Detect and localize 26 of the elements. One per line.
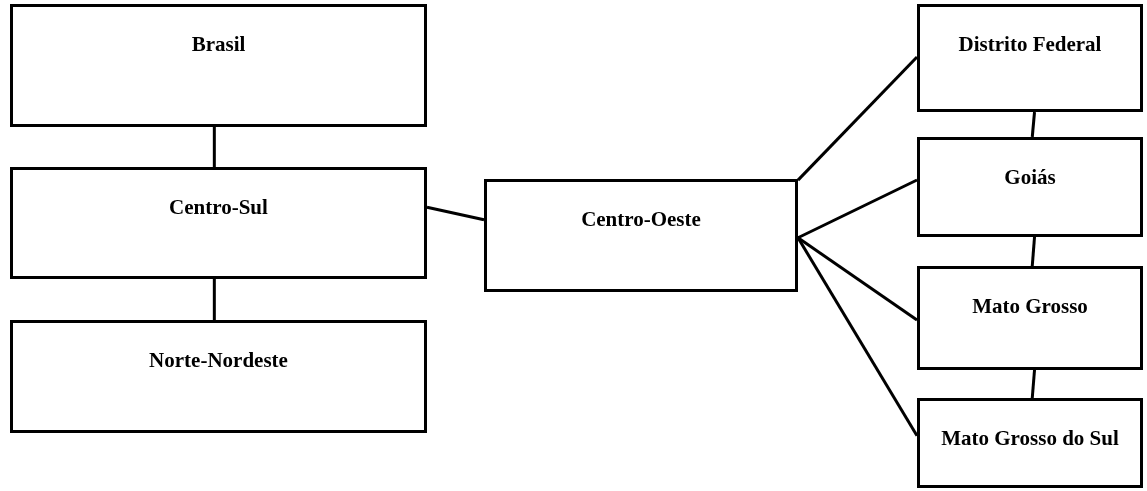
connector-line (426, 205, 485, 222)
connector-line (1030, 236, 1036, 267)
region-box (917, 4, 1143, 112)
region-box (10, 320, 427, 433)
region-label: Brasil (191, 31, 246, 58)
region-box (10, 4, 427, 127)
region-label: Centro-Sul (169, 194, 268, 221)
region-label: Centro-Oeste (581, 206, 701, 233)
region-box (917, 137, 1143, 237)
region-label: Distrito Federal (958, 31, 1102, 58)
region-label: Mato Grosso do Sul (941, 425, 1119, 452)
connector-line (796, 55, 919, 182)
connector-line (797, 178, 918, 240)
connector-line (1030, 369, 1036, 399)
region-box (917, 266, 1143, 370)
region-box (10, 167, 427, 279)
connector-line (797, 236, 918, 322)
connector-line (1030, 111, 1036, 138)
region-box (917, 398, 1143, 488)
region-label: Goiás (1004, 164, 1056, 191)
connector-line (212, 279, 216, 320)
region-label: Norte-Nordeste (149, 347, 288, 374)
connector-line (796, 237, 919, 437)
connector-line (212, 127, 216, 167)
region-label: Mato Grosso (972, 293, 1088, 320)
region-box (484, 179, 798, 292)
